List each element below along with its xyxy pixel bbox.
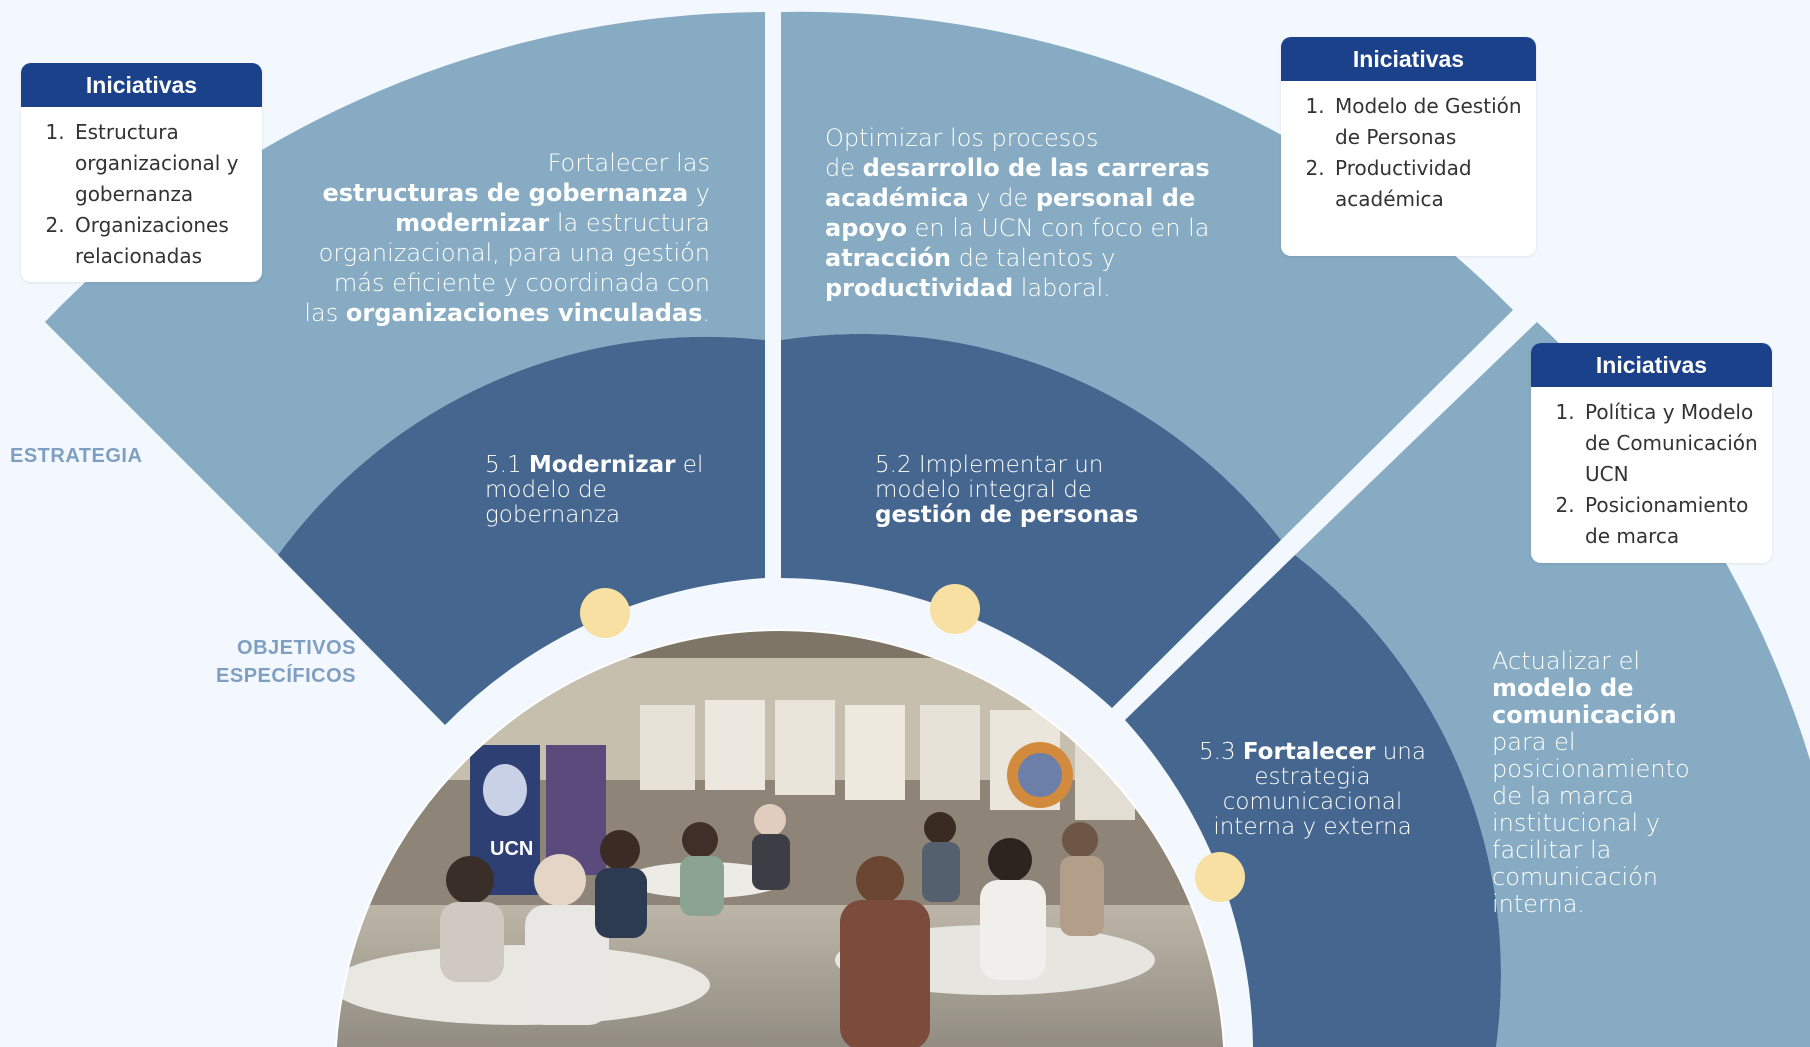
emphasis-text: modelo de bbox=[1492, 674, 1634, 702]
initiatives-card-title: Iniciativas bbox=[1531, 343, 1772, 387]
text-run: 5.2 Implementar un bbox=[875, 452, 1104, 478]
initiative-item: Posicionamiento de marca bbox=[1581, 490, 1758, 552]
initiative-item: Organizaciones relacionadas bbox=[71, 210, 248, 272]
emphasis-text: atracción bbox=[825, 244, 951, 272]
text-run: institucional y bbox=[1492, 809, 1661, 837]
initiative-item: Productividad académica bbox=[1331, 153, 1522, 215]
emphasis-text: Fortalecer bbox=[1242, 739, 1376, 765]
emphasis-text: Modernizar bbox=[528, 452, 676, 478]
text-run: comunicación bbox=[1492, 863, 1659, 891]
text-run: en la UCN con foco en la bbox=[907, 214, 1210, 242]
emphasis-text: productividad bbox=[825, 274, 1014, 302]
initiatives-list: Modelo de Gestión de Personas Productivi… bbox=[1281, 81, 1536, 227]
emphasis-text: personal de bbox=[1035, 184, 1196, 212]
text-run: Optimizar los procesos bbox=[825, 124, 1099, 152]
text-run: y bbox=[688, 179, 710, 207]
text-run: Actualizar el bbox=[1492, 647, 1641, 675]
text-run: de la marca bbox=[1492, 782, 1634, 810]
text-run: interna. bbox=[1492, 890, 1586, 918]
emphasis-text: académica bbox=[825, 184, 969, 212]
text-run: y de bbox=[968, 184, 1036, 212]
text-run: 5.3 bbox=[1199, 739, 1243, 765]
text-run: estrategia bbox=[1254, 764, 1371, 790]
initiatives-card-1: Iniciativas Estructura organizacional y … bbox=[21, 63, 262, 282]
objectives-label-line1: OBJETIVOS bbox=[237, 637, 356, 659]
emphasis-text: apoyo bbox=[825, 214, 907, 242]
text-run: más eficiente y coordinada con bbox=[333, 269, 710, 297]
text-run: para el bbox=[1492, 728, 1576, 756]
initiative-item: Política y Modelo de Comunicación UCN bbox=[1581, 397, 1758, 490]
initiatives-list: Política y Modelo de Comunicación UCN Po… bbox=[1531, 387, 1772, 563]
emphasis-text: modernizar bbox=[395, 209, 550, 237]
text-run: una bbox=[1375, 739, 1426, 765]
initiatives-card-2: Iniciativas Modelo de Gestión de Persona… bbox=[1281, 37, 1536, 256]
text-run: comunicacional bbox=[1222, 789, 1403, 815]
text-run: las bbox=[304, 299, 346, 327]
photo-border bbox=[334, 629, 1226, 1047]
emphasis-text: organizaciones vinculadas bbox=[345, 299, 703, 327]
text-run: de bbox=[825, 154, 863, 182]
initiatives-card-3: Iniciativas Política y Modelo de Comunic… bbox=[1531, 343, 1772, 563]
text-run: interna y externa bbox=[1213, 814, 1412, 840]
objective-marker-dot-1 bbox=[580, 588, 630, 638]
objective-segment-2 bbox=[781, 333, 1281, 708]
text-run: laboral. bbox=[1013, 274, 1111, 302]
objective-segment-1 bbox=[278, 336, 765, 725]
emphasis-text: comunicación bbox=[1492, 701, 1677, 729]
initiatives-card-title: Iniciativas bbox=[21, 63, 262, 107]
initiatives-list: Estructura organizacional y gobernanza O… bbox=[21, 107, 262, 282]
ucn-logo-text: UCN bbox=[490, 838, 533, 860]
text-run: . bbox=[702, 299, 710, 327]
initiative-item: Modelo de Gestión de Personas bbox=[1331, 91, 1522, 153]
text-run: el bbox=[675, 452, 704, 478]
objective-marker-dot-2 bbox=[930, 584, 980, 634]
text-run: posicionamiento bbox=[1492, 755, 1690, 783]
text-run: gobernanza bbox=[485, 502, 621, 528]
objective-segment-3 bbox=[1125, 555, 1501, 1047]
text-run: facilitar la bbox=[1492, 836, 1612, 864]
text-run: 5.1 bbox=[485, 452, 529, 478]
text-run: modelo integral de bbox=[875, 477, 1092, 503]
strategy-segment-1 bbox=[45, 12, 765, 555]
text-run: de talentos y bbox=[950, 244, 1116, 272]
objective-marker-dot-3 bbox=[1195, 852, 1245, 902]
objectives-label: OBJETIVOS ESPECÍFICOS bbox=[150, 634, 356, 690]
emphasis-text: gestión de personas bbox=[875, 502, 1139, 528]
initiative-item: Estructura organizacional y gobernanza bbox=[71, 117, 248, 210]
objectives-label-line2: ESPECÍFICOS bbox=[216, 665, 356, 687]
initiatives-card-title: Iniciativas bbox=[1281, 37, 1536, 81]
text-run: la estructura bbox=[549, 209, 710, 237]
emphasis-text: desarrollo de las carreras bbox=[862, 154, 1210, 182]
text-run: organizacional, para una gestión bbox=[318, 239, 710, 267]
text-run: modelo de bbox=[485, 477, 607, 503]
text-run: Fortalecer las bbox=[547, 149, 710, 177]
strategy-label: ESTRATEGIA bbox=[10, 445, 143, 467]
emphasis-text: estructuras de gobernanza bbox=[322, 179, 689, 207]
strategy-segment-2 bbox=[781, 11, 1513, 540]
